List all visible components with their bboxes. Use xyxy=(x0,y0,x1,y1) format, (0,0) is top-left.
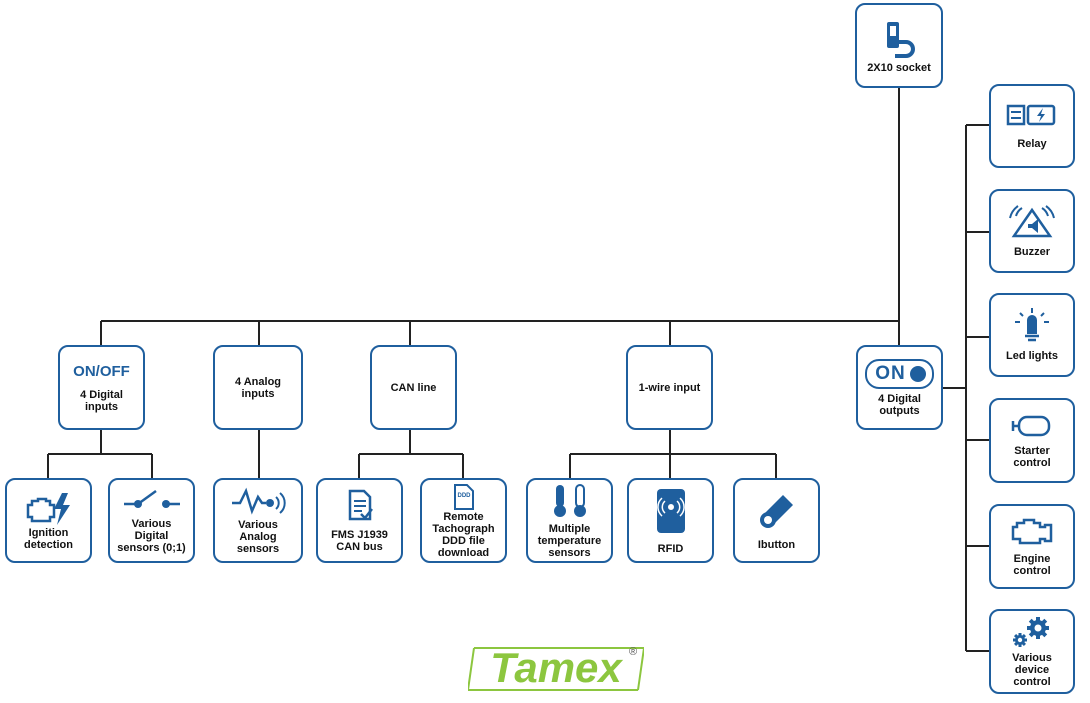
ibutton-label: Ibutton xyxy=(757,538,796,551)
analog-inputs-box: 4 Analog inputs xyxy=(213,345,303,430)
starter-label: Starter control xyxy=(1013,444,1051,469)
can-line-box: CAN line xyxy=(370,345,457,430)
on-text: ON xyxy=(875,362,906,384)
engine-label: Engine control xyxy=(1013,552,1051,577)
starter-icon xyxy=(1011,415,1051,436)
buzzer-box: Buzzer xyxy=(989,189,1075,273)
relay-box: Relay xyxy=(989,84,1075,168)
various-device-box: Various device control xyxy=(989,609,1075,694)
digital-outputs-box: ON 4 Digital outputs xyxy=(856,345,943,430)
analog-sensors-label: Various Analog sensors xyxy=(236,518,280,555)
analog-inputs-label: 4 Analog inputs xyxy=(234,375,282,400)
analog-signal-icon xyxy=(232,487,286,515)
rfid-label: RFID xyxy=(657,542,684,555)
ibutton-box: Ibutton xyxy=(733,478,820,563)
document-icon xyxy=(348,489,373,520)
engine-icon xyxy=(1011,518,1053,544)
socket-box: 2X10 socket xyxy=(855,3,943,88)
tachograph-label: Remote Tachograph DDD file download xyxy=(432,510,495,559)
digital-inputs-box: ON/OFF 4 Digital inputs xyxy=(58,345,145,430)
fms-box: FMS J1939 CAN bus xyxy=(316,478,403,563)
ignition-label: Ignition detection xyxy=(24,526,73,551)
digital-sensors-label: Various Digital sensors (0;1) xyxy=(117,517,186,554)
can-line-label: CAN line xyxy=(390,381,437,394)
onoff-title: ON/OFF xyxy=(73,362,130,380)
buzzer-icon xyxy=(1009,205,1055,238)
temperature-label: Multiple temperature sensors xyxy=(537,522,602,559)
relay-icon xyxy=(1006,104,1056,126)
digital-inputs-label: 4 Digital inputs xyxy=(80,388,123,413)
socket-icon xyxy=(887,21,915,58)
tamex-logo: Tamex ® xyxy=(468,644,644,692)
various-device-label: Various device control xyxy=(1012,651,1052,688)
engine-bolt-icon xyxy=(26,492,70,525)
fms-label: FMS J1939 CAN bus xyxy=(331,528,388,553)
tachograph-box: DDD Remote Tachograph DDD file download xyxy=(420,478,507,563)
buzzer-label: Buzzer xyxy=(1013,246,1051,258)
rfid-box: RFID xyxy=(627,478,714,563)
temperature-box: Multiple temperature sensors xyxy=(526,478,613,563)
led-icon xyxy=(1015,308,1049,342)
switch-icon xyxy=(123,489,180,508)
ddd-file-icon: DDD xyxy=(453,483,474,510)
registered-mark: ® xyxy=(629,646,638,658)
rfid-card-icon xyxy=(656,488,685,533)
starter-box: Starter control xyxy=(989,398,1075,483)
thermometer-icon xyxy=(553,483,586,517)
digital-sensors-box: Various Digital sensors (0;1) xyxy=(108,478,195,563)
logo-frame xyxy=(468,647,644,691)
gears-icon xyxy=(1013,616,1049,647)
ddd-icon-text: DDD xyxy=(457,493,471,499)
digital-outputs-label: 4 Digital outputs xyxy=(878,392,921,417)
one-wire-label: 1-wire input xyxy=(638,381,701,394)
one-wire-box: 1-wire input xyxy=(626,345,713,430)
led-label: Led lights xyxy=(1006,350,1058,362)
ignition-box: Ignition detection xyxy=(5,478,92,563)
relay-label: Relay xyxy=(1017,138,1047,150)
led-lights-box: Led lights xyxy=(989,293,1075,377)
engine-box: Engine control xyxy=(989,504,1075,589)
ibutton-key-icon xyxy=(759,494,793,528)
brand-name: Tamex xyxy=(490,644,622,691)
socket-label: 2X10 socket xyxy=(867,61,931,74)
analog-sensors-box: Various Analog sensors xyxy=(213,478,303,563)
on-toggle-icon: ON xyxy=(865,358,934,389)
